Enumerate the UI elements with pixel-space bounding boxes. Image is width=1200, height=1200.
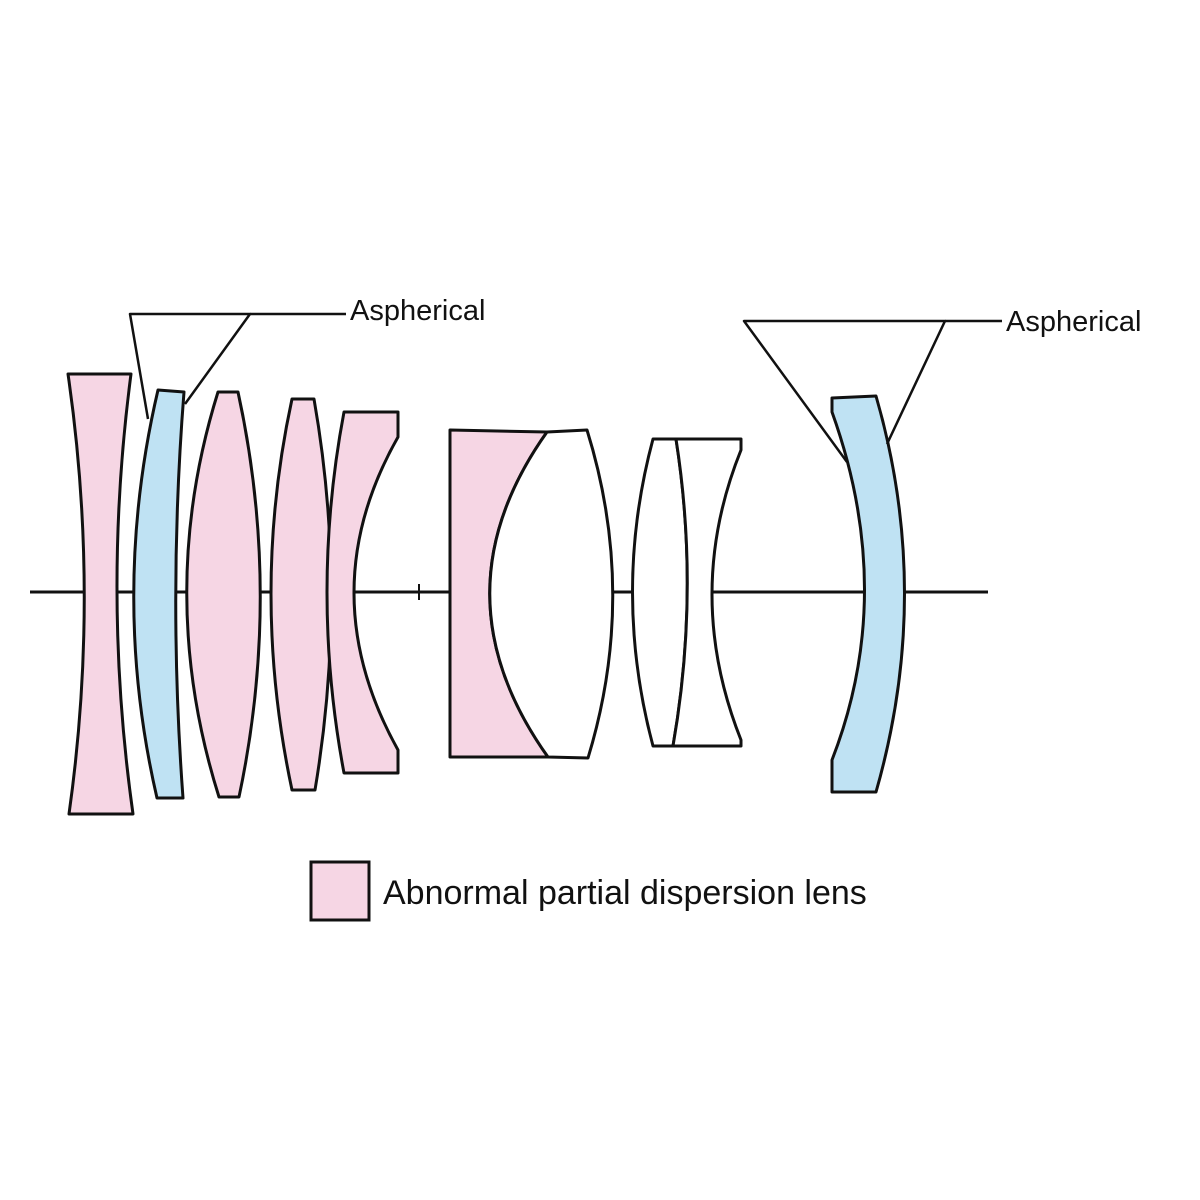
lens-9-standard bbox=[671, 437, 743, 748]
lens-5-abnormal-dispersion bbox=[325, 410, 400, 775]
lens-7-standard bbox=[488, 428, 615, 760]
lens-10-aspherical bbox=[830, 394, 906, 794]
legend-swatch-abnormal-dispersion bbox=[309, 860, 371, 922]
lens-3-abnormal-dispersion bbox=[185, 390, 262, 799]
right-aspherical-label: Aspherical bbox=[1006, 306, 1141, 338]
right-aspherical-callout: Aspherical bbox=[742, 306, 1141, 463]
lens-4-abnormal-dispersion bbox=[269, 397, 333, 792]
lens-1-abnormal-dispersion bbox=[66, 372, 135, 816]
left-aspherical-label: Aspherical bbox=[350, 295, 485, 327]
legend: Abnormal partial dispersion lens bbox=[309, 860, 867, 922]
left-aspherical-callout: Aspherical bbox=[128, 295, 485, 420]
right-callout-leader bbox=[742, 319, 947, 463]
legend-label: Abnormal partial dispersion lens bbox=[383, 874, 867, 912]
left-callout-leader bbox=[128, 312, 252, 420]
lens-2-aspherical bbox=[132, 388, 186, 800]
